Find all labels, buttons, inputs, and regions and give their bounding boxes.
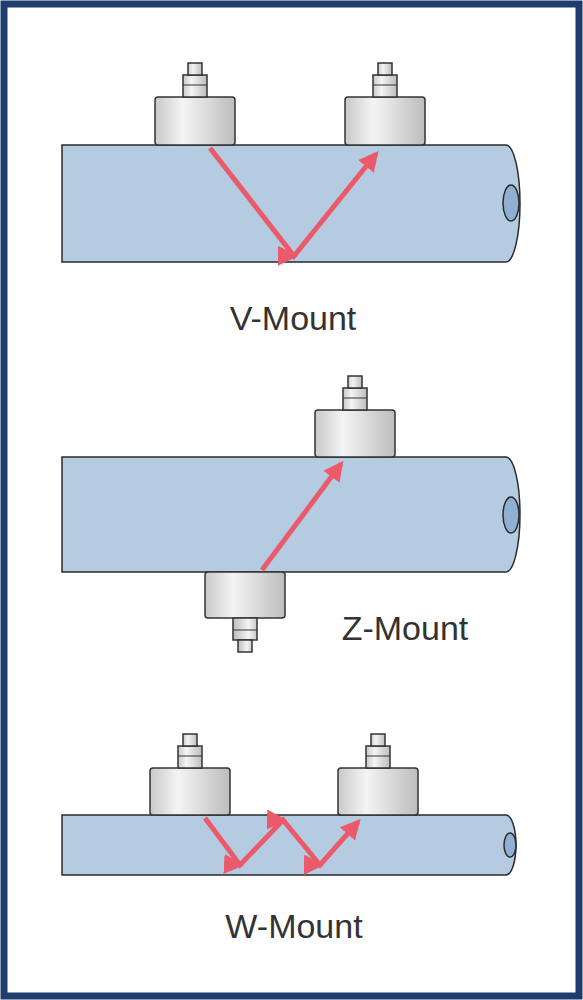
v-mount-figure <box>62 63 520 262</box>
mount-label: Z-Mount <box>342 611 469 645</box>
w-mount-figure <box>62 734 516 875</box>
mount-label: W-Mount <box>225 909 362 943</box>
z-mount-figure <box>62 376 520 652</box>
frame-border <box>4 4 579 996</box>
mount-label: V-Mount <box>230 301 357 335</box>
